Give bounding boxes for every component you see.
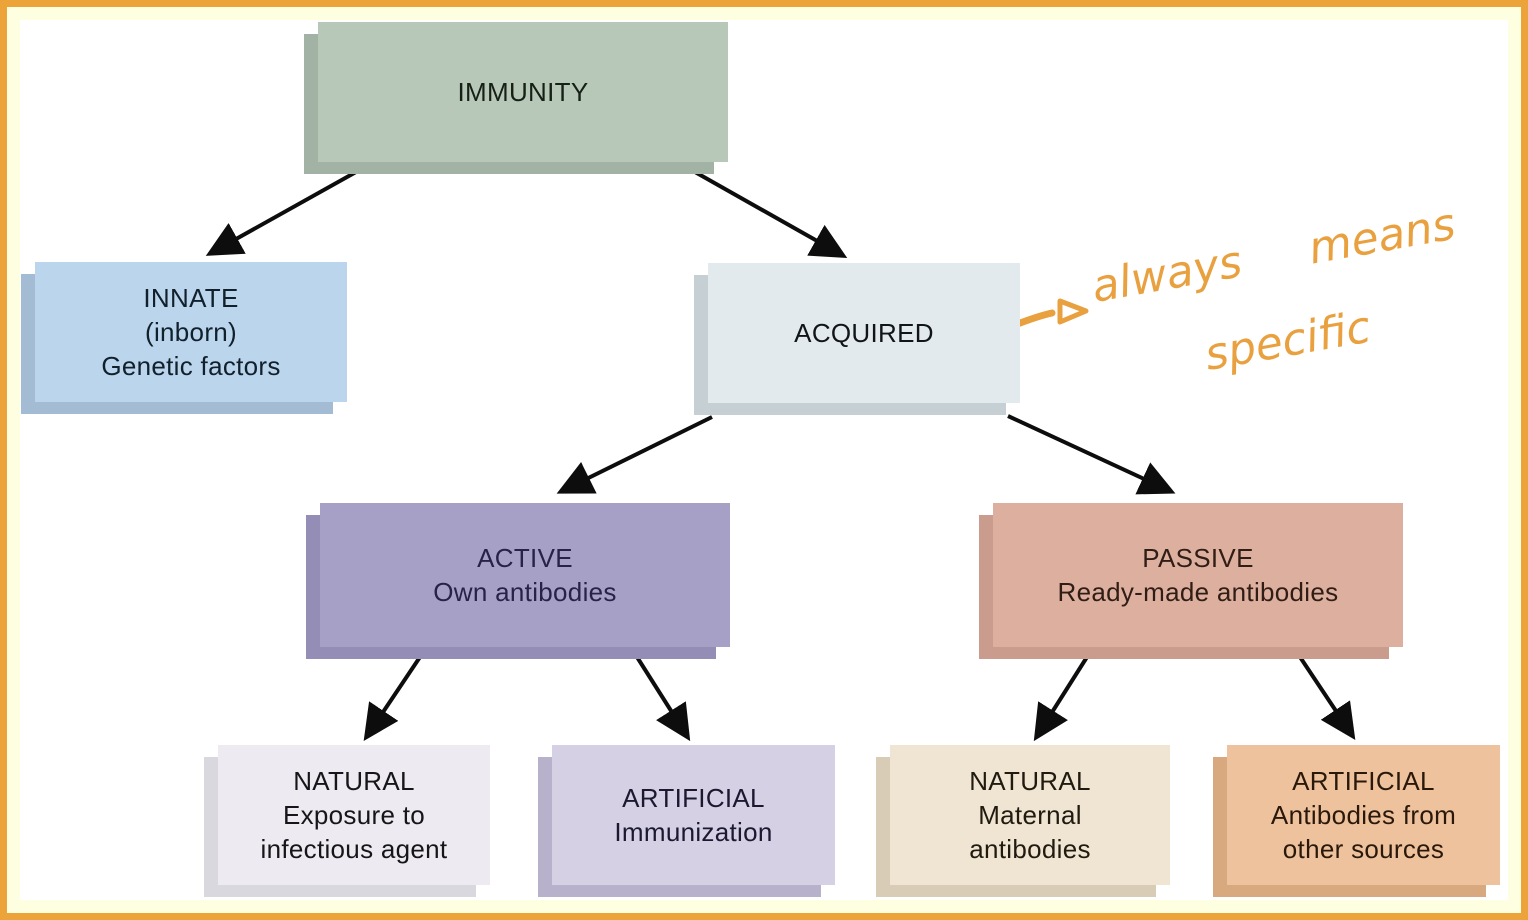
annotation-text-line1: always means [1088, 199, 1459, 313]
node-active: ACTIVE Own antibodies [320, 503, 730, 647]
node-natural-active-line2: infectious agent [260, 834, 448, 864]
node-natural-passive-line2: antibodies [969, 834, 1091, 864]
node-natural-active: NATURAL Exposure to infectious agent [218, 745, 490, 885]
node-artificial-passive-line1: Antibodies from [1270, 800, 1457, 830]
arrow-passive-artificial [1298, 655, 1356, 740]
node-natural-passive-title: NATURAL [969, 766, 1091, 796]
node-innate-line2: Genetic factors [101, 351, 281, 381]
node-natural-active-title: NATURAL [293, 766, 415, 796]
node-active-title: ACTIVE [477, 543, 573, 573]
annotation-arrowhead [1057, 298, 1089, 325]
node-passive-title: PASSIVE [1142, 543, 1254, 573]
node-innate-line1: (inborn) [145, 317, 237, 347]
arrow-acquired-active [556, 415, 713, 494]
node-passive: PASSIVE Ready-made antibodies [993, 503, 1403, 647]
node-artificial-passive: ARTIFICIAL Antibodies from other sources [1227, 745, 1500, 885]
node-innate-title: INNATE [143, 283, 239, 313]
node-immunity-title: IMMUNITY [457, 77, 589, 107]
arrow-active-natural [363, 655, 422, 741]
node-innate: INNATE (inborn) Genetic factors [35, 262, 347, 402]
node-acquired-title: ACQUIRED [794, 318, 934, 348]
arrow-acquired-passive [1007, 414, 1176, 495]
node-artificial-passive-title: ARTIFICIAL [1292, 766, 1435, 796]
node-artificial-active-title: ARTIFICIAL [622, 783, 765, 813]
node-natural-passive: NATURAL Maternal antibodies [890, 745, 1170, 885]
arrow-immunity-acquired [694, 170, 848, 258]
node-passive-line1: Ready-made antibodies [1057, 577, 1339, 607]
node-artificial-active-line1: Immunization [614, 817, 773, 847]
node-active-line1: Own antibodies [433, 577, 617, 607]
node-immunity: IMMUNITY [318, 22, 728, 162]
node-artificial-active: ARTIFICIAL Immunization [552, 745, 835, 885]
node-artificial-passive-line2: other sources [1282, 834, 1445, 864]
node-natural-active-line1: Exposure to [282, 800, 426, 830]
arrow-passive-natural [1033, 655, 1089, 742]
arrow-immunity-innate [205, 170, 357, 256]
handwritten-annotation: always means specific [998, 199, 1459, 381]
node-acquired: ACQUIRED [708, 263, 1020, 403]
annotation-text-line2: specific [1201, 302, 1374, 381]
arrow-active-artificial [635, 655, 691, 742]
node-natural-passive-line1: Maternal [978, 800, 1082, 830]
